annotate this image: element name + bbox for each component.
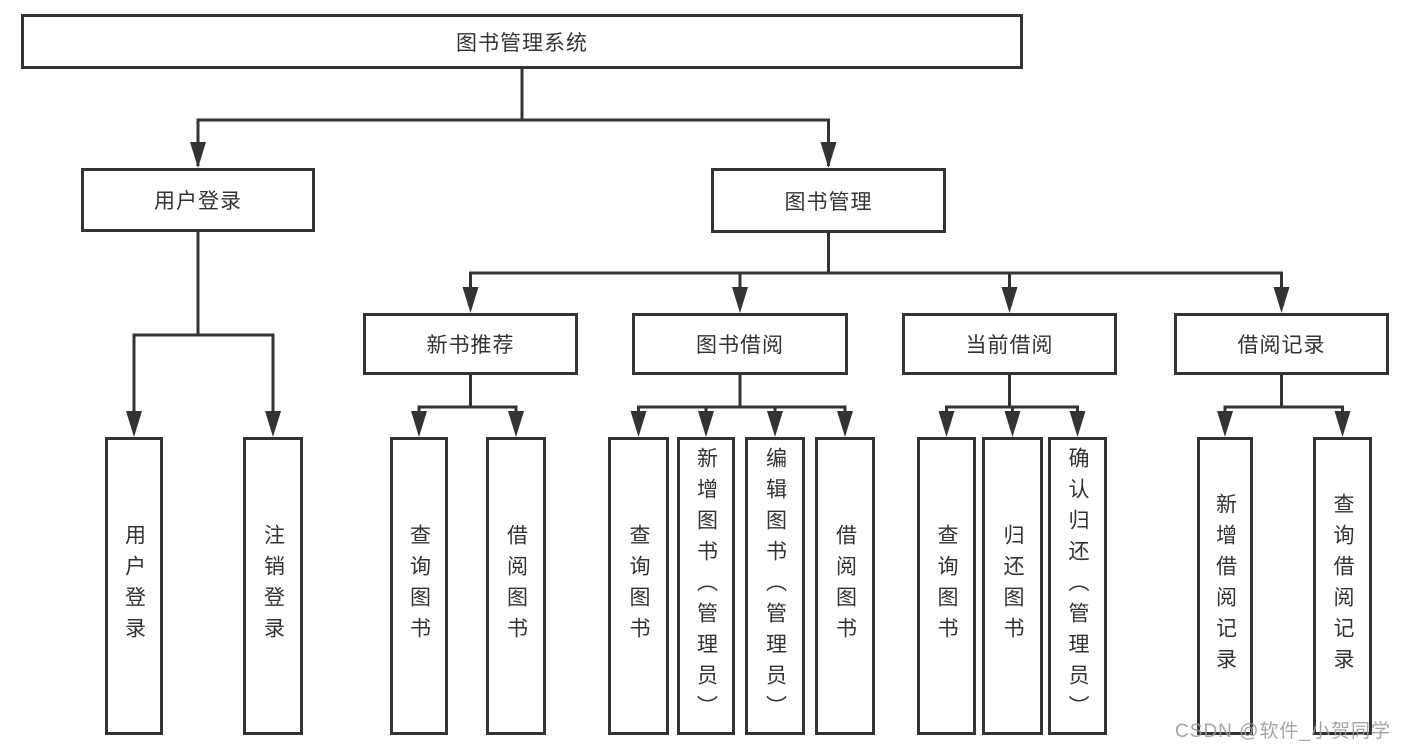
node-leaf-search-books-borrow: 查询图书 xyxy=(608,437,669,735)
node-leaf-add-books-admin: 新增图书（管理员） xyxy=(677,437,735,735)
node-root: 图书管理系统 xyxy=(21,14,1023,69)
watermark: CSDN @软件_小贺同学 xyxy=(1175,721,1391,742)
node-current-borrowing: 当前借阅 xyxy=(902,313,1117,375)
node-leaf-add-borrow-record: 新增借阅记录 xyxy=(1197,437,1253,735)
node-leaf-search-borrow-record: 查询借阅记录 xyxy=(1313,437,1372,735)
node-leaf-user-login: 用户登录 xyxy=(105,437,163,735)
node-leaf-return-books: 归还图书 xyxy=(982,437,1043,735)
node-leaf-search-books-recommend: 查询图书 xyxy=(390,437,448,735)
node-leaf-edit-books-admin: 编辑图书（管理员） xyxy=(745,437,805,735)
node-book-borrowing: 图书借阅 xyxy=(632,313,848,375)
node-leaf-borrow-books: 借阅图书 xyxy=(815,437,875,735)
node-book-management: 图书管理 xyxy=(711,168,946,233)
node-user-login: 用户登录 xyxy=(81,168,315,232)
node-leaf-logout: 注销登录 xyxy=(243,437,303,735)
node-new-book-recommendation: 新书推荐 xyxy=(363,313,578,375)
node-leaf-confirm-return-admin: 确认归还（管理员） xyxy=(1048,437,1107,735)
node-leaf-borrow-books-recommend: 借阅图书 xyxy=(486,437,546,735)
node-borrowing-records: 借阅记录 xyxy=(1174,313,1389,375)
node-leaf-search-books-current: 查询图书 xyxy=(917,437,976,735)
